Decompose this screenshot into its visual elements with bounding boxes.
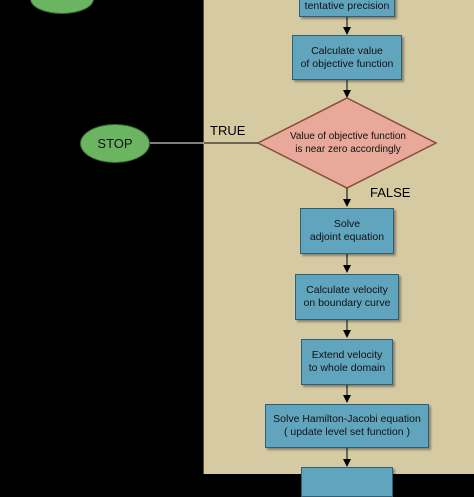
solve-hj-box: Solve Hamilton-Jacobi equation ( update … (265, 404, 429, 448)
tentative-precision-label: tentative precision (304, 0, 390, 12)
calc-objective-box: Calculate value of objective function (292, 35, 402, 80)
false-label: FALSE (370, 185, 411, 200)
true-label: TRUE (210, 123, 246, 138)
extend-velocity-box: Extend velocity to whole domain (301, 339, 393, 385)
connector-lines (150, 17, 438, 467)
calc-velocity-box: Calculate velocity on boundary curve (295, 274, 399, 320)
stop-oval: STOP (80, 124, 150, 163)
tentative-precision-box: tentative precision (299, 0, 395, 17)
solve-adjoint-label: Solve adjoint equation (309, 218, 385, 243)
decision-label: Value of objective function is near zero… (289, 131, 406, 155)
stop-label: STOP (97, 136, 133, 151)
solve-hj-label: Solve Hamilton-Jacobi equation ( update … (273, 413, 421, 438)
next-step-box (301, 467, 393, 497)
extend-velocity-label: Extend velocity to whole domain (308, 349, 386, 374)
calc-velocity-label: Calculate velocity on boundary curve (303, 284, 391, 309)
calc-objective-label: Calculate value of objective function (300, 44, 394, 70)
solve-adjoint-box: Solve adjoint equation (300, 208, 394, 254)
